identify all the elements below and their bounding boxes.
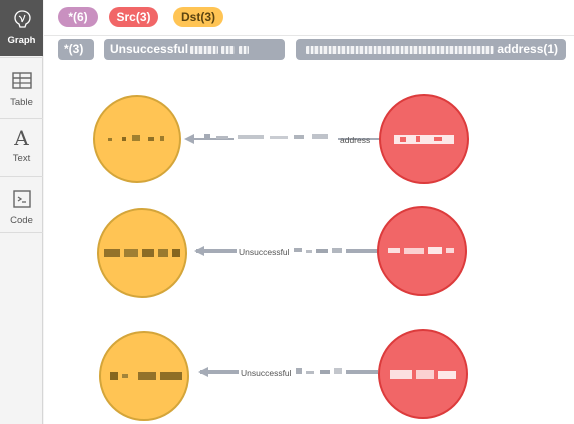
src-node[interactable] <box>378 329 468 419</box>
divider <box>0 232 43 233</box>
redacted-text <box>132 135 140 141</box>
src-node[interactable] <box>377 206 467 296</box>
redacted-text <box>172 249 180 257</box>
sidebar-item-code[interactable]: Code <box>0 180 43 236</box>
legend-all-nodes[interactable]: *(6) <box>58 7 98 27</box>
graph-svg: address Unsuccessful Unsuccessful <box>93 94 469 421</box>
legend-src-nodes[interactable]: Src(3) <box>109 7 158 27</box>
edge-caption: address <box>340 135 370 145</box>
legend-dst-nodes[interactable]: Dst(3) <box>173 7 223 27</box>
dst-node[interactable] <box>97 208 187 298</box>
code-icon <box>12 190 31 208</box>
redacted-text <box>122 374 128 378</box>
dst-node[interactable] <box>99 331 189 421</box>
redacted-text <box>238 45 249 54</box>
redacted-text <box>394 135 454 144</box>
redacted-text <box>160 372 182 380</box>
redacted-text <box>294 135 304 139</box>
node-legend-bar: *(6) Src(3) Dst(3) <box>44 0 574 36</box>
redacted-text <box>306 45 494 54</box>
redacted-text <box>446 248 454 253</box>
sidebar-item-label: Code <box>10 215 33 226</box>
table-icon <box>11 72 32 89</box>
redacted-text <box>108 138 112 141</box>
sidebar-item-label: Text <box>12 153 31 164</box>
redacted-text <box>320 370 330 374</box>
redacted-text <box>221 45 236 54</box>
divider <box>0 57 43 58</box>
divider <box>0 176 43 177</box>
sidebar-item-label: Graph <box>7 35 36 46</box>
redacted-text <box>316 249 328 253</box>
legend-unsuccessful-relationship[interactable]: Unsuccessful <box>104 39 285 60</box>
redacted-text <box>294 248 302 252</box>
sidebar-item-graph[interactable]: Graph <box>0 0 43 56</box>
redacted-text <box>388 248 400 253</box>
redacted-text <box>110 372 118 380</box>
text-icon: A <box>14 126 29 150</box>
dst-node[interactable] <box>93 95 181 183</box>
redacted-text <box>334 368 342 374</box>
redacted-text <box>190 45 219 54</box>
relationship-legend-bar: *(3) Unsuccessful address(1) <box>44 36 574 64</box>
relationship-label: address(1) <box>497 42 559 56</box>
redacted-text <box>306 250 312 253</box>
src-node[interactable] <box>379 94 469 184</box>
sidebar-item-table[interactable]: Table <box>0 62 43 118</box>
legend-address-relationship[interactable]: address(1) <box>296 39 566 60</box>
redacted-text <box>416 370 434 379</box>
redacted-text <box>312 134 328 139</box>
redacted-text <box>238 135 264 139</box>
legend-all-relationships[interactable]: *(3) <box>58 39 94 60</box>
graph-icon <box>13 10 31 28</box>
redacted-text <box>124 249 138 257</box>
redacted-text <box>270 136 288 139</box>
redacted-text <box>428 247 442 254</box>
edge-caption: Unsuccessful <box>239 247 290 257</box>
redacted-text <box>104 249 120 257</box>
redacted-text <box>416 136 420 142</box>
graph-canvas[interactable]: address Unsuccessful Unsuccessful <box>44 64 574 424</box>
relationship-edge[interactable]: Unsuccessful <box>198 367 378 378</box>
relationship-label: Unsuccessful <box>110 42 189 56</box>
redacted-text <box>142 249 154 257</box>
redacted-text <box>434 137 442 141</box>
redacted-text <box>122 137 126 141</box>
redacted-text <box>404 248 424 254</box>
redacted-text <box>158 249 168 257</box>
redacted-text <box>296 368 302 374</box>
redacted-text <box>204 134 210 139</box>
edge-caption: Unsuccessful <box>241 368 292 378</box>
divider <box>0 118 43 119</box>
redacted-text <box>390 370 412 379</box>
redacted-text <box>216 136 228 139</box>
redacted-text <box>148 137 154 141</box>
redacted-text <box>306 371 314 374</box>
redacted-text <box>160 136 164 141</box>
redacted-text <box>438 371 456 379</box>
relationship-edge[interactable]: Unsuccessful <box>194 246 378 257</box>
relationship-edge[interactable]: address <box>184 134 387 145</box>
sidebar-item-label: Table <box>10 97 33 108</box>
sidebar-item-text[interactable]: A Text <box>0 120 43 176</box>
redacted-text <box>138 372 156 380</box>
redacted-text <box>332 248 342 253</box>
redacted-text <box>400 137 406 142</box>
sidebar: Graph Table A Text Code <box>0 0 43 424</box>
